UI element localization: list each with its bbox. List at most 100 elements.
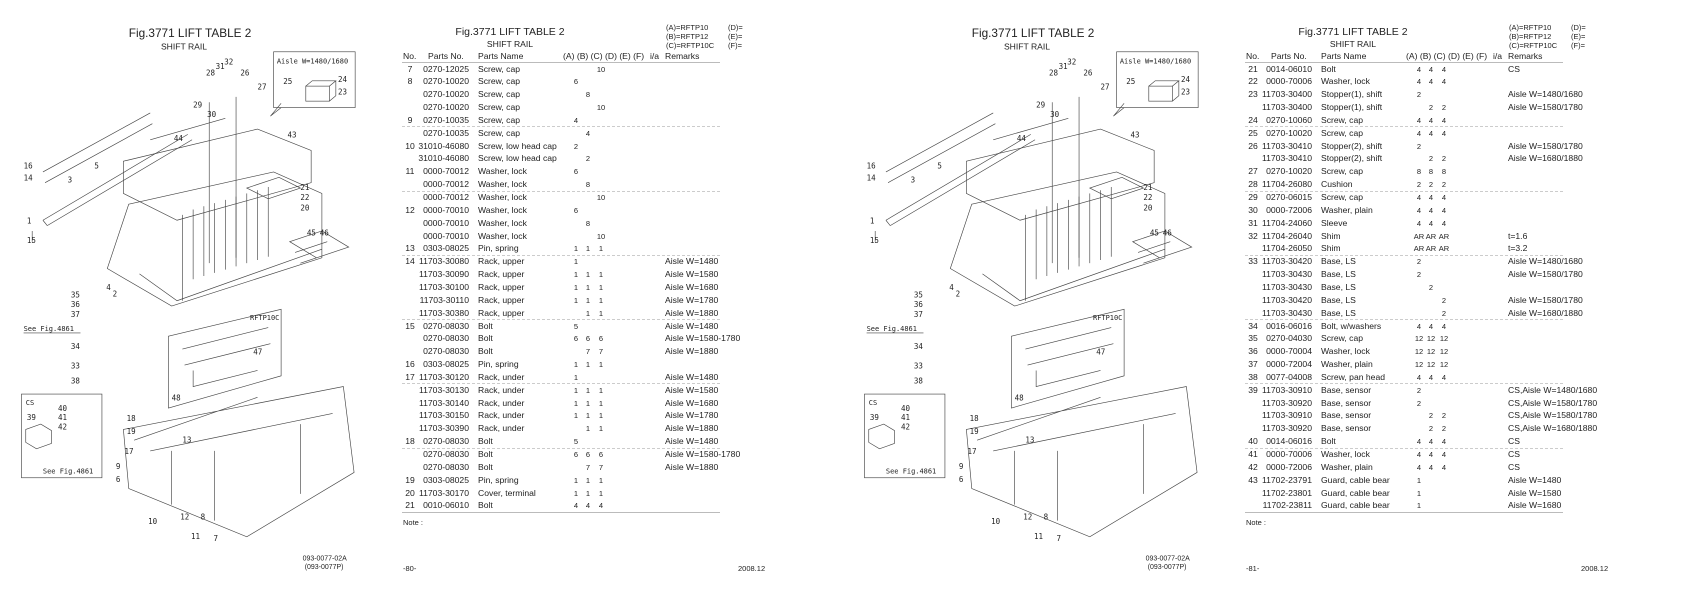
qty-b: 1 <box>585 295 591 305</box>
qty-b: 1 <box>585 244 591 254</box>
callout-47: 47 <box>253 347 262 356</box>
qty-a: 6 <box>573 205 579 215</box>
qty-b: 6 <box>585 450 591 459</box>
callout-20: 20 <box>1143 204 1153 213</box>
cs-label: CS <box>869 399 877 407</box>
callout-12: 12 <box>180 513 189 522</box>
group-divider <box>1245 383 1563 385</box>
callout-39: 39 <box>27 413 36 422</box>
part-name: Base, LS <box>1321 281 1356 292</box>
qty-c: 7 <box>598 462 604 472</box>
qty-b: 4 <box>1428 437 1434 447</box>
qty-b: 12 <box>1426 347 1436 357</box>
item-number: 42 <box>1248 461 1258 472</box>
item-number: 10 <box>405 140 415 151</box>
part-number: 0000-70012 <box>423 192 469 202</box>
qty-b: 12 <box>1426 334 1436 344</box>
part-name: Washer, lock <box>478 179 527 190</box>
part-number: 0270-10035 <box>423 127 469 138</box>
part-number: 11703-30090 <box>418 269 469 280</box>
remarks: Aisle W=1780 <box>665 294 719 305</box>
part-name: Rack, upper <box>478 294 525 305</box>
qty-c: 1 <box>598 270 604 280</box>
issue-date: 2008.12 <box>1581 564 1609 573</box>
group-divider <box>1245 319 1563 321</box>
callout-12: 12 <box>1023 513 1032 522</box>
part-name: Washer, lock <box>1321 449 1370 459</box>
part-name: Stopper(2), shift <box>1321 153 1383 164</box>
part-number: 11703-30400 <box>1261 102 1312 113</box>
qty-a: 2 <box>1416 90 1422 100</box>
part-name: Screw, low head cap <box>478 153 557 164</box>
callout-29: 29 <box>1036 101 1045 110</box>
callout-28: 28 <box>1049 68 1059 77</box>
part-number: 0270-10020 <box>1266 166 1312 177</box>
item-number: 41 <box>1248 449 1258 459</box>
qty-c: 7 <box>598 347 604 357</box>
part-number: 0270-08030 <box>423 320 469 331</box>
part-name: Pin, spring <box>478 359 519 370</box>
qty-c: 10 <box>596 64 606 74</box>
model-legend-item: (E)= <box>728 32 743 41</box>
part-number: 11702-23811 <box>1262 500 1312 511</box>
item-number: 27 <box>1248 166 1258 177</box>
see-fig-link-2[interactable]: See Fig.4861 <box>886 467 936 475</box>
part-name: Bolt, w/washers <box>1321 320 1382 331</box>
column-header-ia: i/a <box>650 51 660 61</box>
callout-5: 5 <box>937 162 942 171</box>
callout-21: 21 <box>1143 183 1152 192</box>
group-divider <box>402 126 720 128</box>
qty-a: 1 <box>573 385 579 395</box>
callout-46: 46 <box>1163 228 1173 237</box>
qty-b: 1 <box>585 308 591 318</box>
cs-inset <box>21 393 103 479</box>
item-number: 15 <box>405 320 415 331</box>
part-name: Sleeve <box>1321 217 1348 228</box>
item-number: 26 <box>1248 140 1258 151</box>
see-fig-link-1[interactable]: See Fig.4861 <box>24 325 74 333</box>
see-fig-link-2[interactable]: See Fig.4861 <box>43 467 93 475</box>
qty-c: 4 <box>1441 128 1447 138</box>
group-divider <box>402 319 720 321</box>
qty-a: 6 <box>573 334 579 344</box>
qty-b: 2 <box>1428 424 1434 434</box>
callout-2: 2 <box>113 289 118 298</box>
qty-c: 4 <box>1441 205 1447 215</box>
qty-b: 4 <box>1428 193 1434 202</box>
column-header-remarks: Remarks <box>665 51 700 61</box>
part-name: Bolt <box>478 449 493 459</box>
qty-a: 1 <box>573 244 579 254</box>
group-divider <box>1245 254 1563 256</box>
part-number: 11704-26050 <box>1261 243 1312 254</box>
item-number: 35 <box>1248 333 1258 344</box>
part-number: 0016-06016 <box>1266 320 1312 331</box>
item-number: 21 <box>1248 63 1258 74</box>
remarks: Aisle W=1580 <box>665 384 719 395</box>
qty-b: 2 <box>1428 154 1434 164</box>
callout-25: 25 <box>1126 77 1135 86</box>
model-legend-item: (D)= <box>1571 23 1586 32</box>
part-number: 0303-08025 <box>423 359 469 370</box>
part-number: 0270-04030 <box>1266 333 1312 344</box>
item-number: 37 <box>1248 359 1258 370</box>
part-number: 0270-08030 <box>423 461 469 472</box>
qty-b: AR <box>1425 244 1437 254</box>
item-number: 29 <box>1248 192 1258 202</box>
callout-20: 20 <box>300 204 310 213</box>
part-name: Bolt <box>478 320 493 331</box>
part-number: 0270-10020 <box>1266 127 1312 138</box>
callout-16: 16 <box>24 162 34 171</box>
inset-box <box>273 51 356 108</box>
remarks: Aisle W=1680/1880 <box>1508 153 1583 164</box>
item-number: 14 <box>405 256 415 267</box>
qty-a: 1 <box>573 270 579 280</box>
column-header-parts-no: Parts No. <box>1271 51 1307 61</box>
qty-a: 5 <box>573 321 579 331</box>
part-name: Bolt <box>478 436 493 447</box>
callout-33: 33 <box>914 361 923 370</box>
remarks: Aisle W=1780 <box>665 410 719 421</box>
remarks: Aisle W=1480/1680 <box>1508 89 1583 100</box>
qty-c: 6 <box>598 450 604 459</box>
part-number: 0000-70010 <box>423 204 469 215</box>
see-fig-link-1[interactable]: See Fig.4861 <box>867 325 917 333</box>
